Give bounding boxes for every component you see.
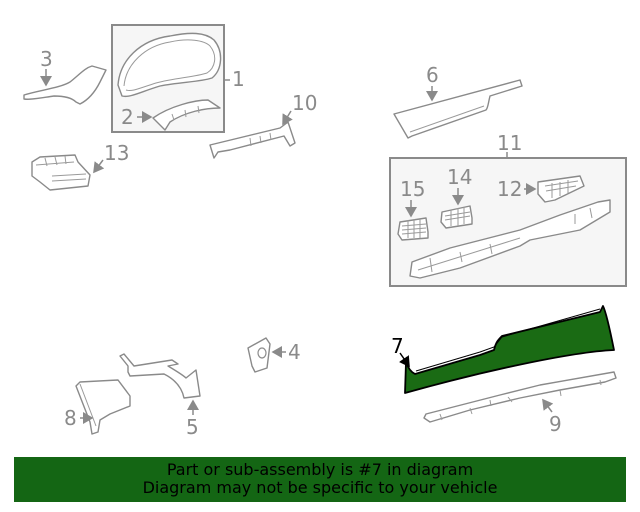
part-14-vent[interactable] [440,205,473,229]
callout-9: 9 [549,412,562,436]
callout-1: 1 [232,67,245,91]
callout-4: 4 [288,340,301,364]
part-7-highlighted-trim[interactable] [404,305,615,394]
callout-5: 5 [186,415,199,439]
callout-6: 6 [426,63,439,87]
part-4-clip[interactable] [247,337,271,373]
callout-10: 10 [292,91,317,115]
callout-8: 8 [64,406,77,430]
part-9-trim[interactable] [423,371,617,423]
part-15-vent[interactable] [397,217,429,241]
callout-11: 11 [497,131,522,155]
callout-7: 7 [391,334,404,358]
part-11-dash-panel[interactable] [409,199,611,279]
callout-14: 14 [447,165,472,189]
part-13-vent[interactable] [31,154,91,191]
banner-line-2: Diagram may not be specific to your vehi… [142,478,498,497]
callout-13: 13 [104,141,129,165]
part-5-trim[interactable] [119,353,201,399]
info-banner: Part or sub-assembly is #7 in diagram Di… [14,457,626,502]
callout-3: 3 [40,47,53,71]
part-6-panel[interactable] [393,79,523,139]
part-8-cover[interactable] [75,379,131,435]
part-2-bezel-lower[interactable] [152,99,221,131]
callout-2: 2 [121,105,134,129]
banner-line-1: Part or sub-assembly is #7 in diagram [166,460,474,479]
callout-12: 12 [497,177,522,201]
callout-15: 15 [400,177,425,201]
part-3-trim[interactable] [23,65,107,105]
part-1-cluster-bezel[interactable] [117,32,222,98]
part-12-vent[interactable] [537,175,585,203]
